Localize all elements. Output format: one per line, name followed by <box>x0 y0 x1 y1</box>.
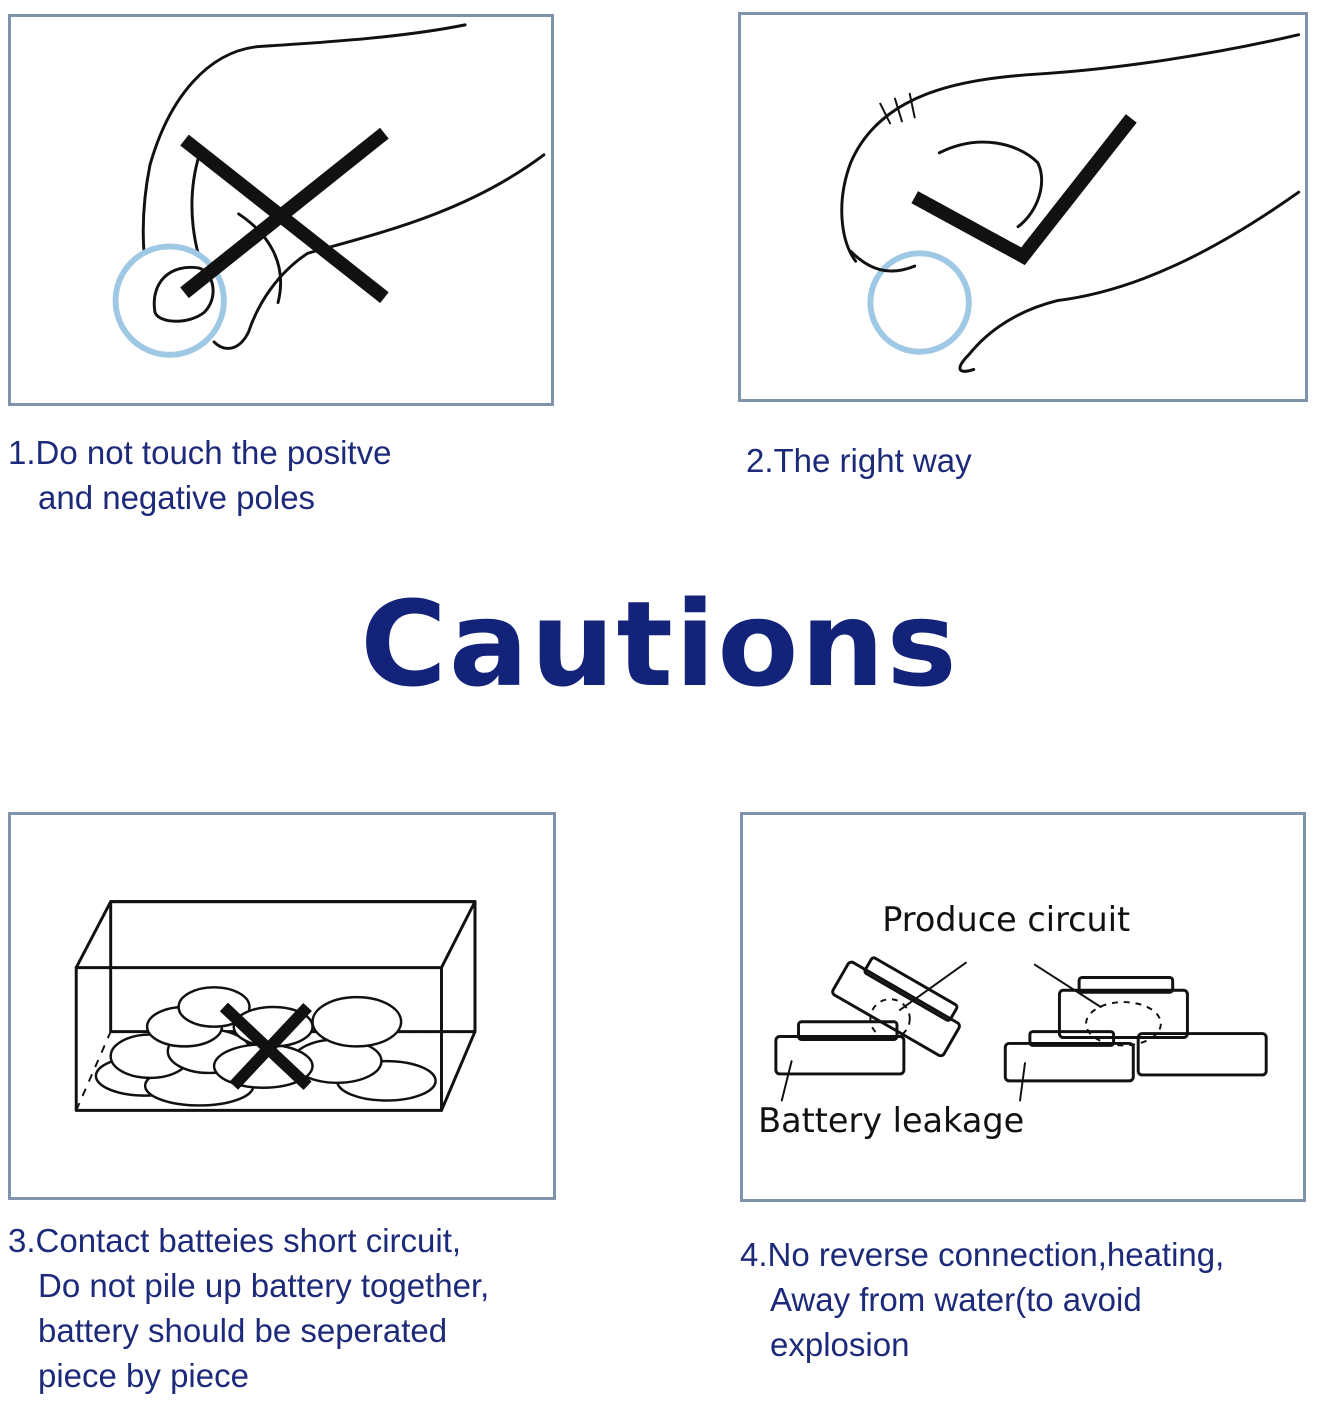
label-battery-leakage: Battery leakage <box>758 1101 1024 1140</box>
caption-line: 4.No reverse connection,heating, <box>740 1236 1225 1273</box>
caption-panel-2: 2.The right way <box>746 438 972 483</box>
battery-leakage-illustration: Produce circuit Battery leakage <box>758 900 1268 1140</box>
caption-line: Away from water(to avoid <box>770 1281 1142 1318</box>
caption-line: battery should be seperated <box>38 1312 448 1349</box>
caption-panel-1: 1.Do not touch the positve and negative … <box>8 430 391 520</box>
caption-line: 1.Do not touch the positve <box>8 434 392 471</box>
caption-line: 3.Contact batteies short circuit, <box>8 1222 462 1259</box>
caption-line: and negative poles <box>38 479 316 516</box>
check-mark-icon <box>911 114 1137 266</box>
panel-wrong-grip <box>8 14 554 406</box>
caption-panel-4: 4.No reverse connection,heating, Away fr… <box>740 1232 1224 1367</box>
panel-reverse-connection: Produce circuit Battery leakage <box>740 812 1306 1202</box>
caption-line: explosion <box>770 1326 910 1363</box>
panel-pile-batteries <box>8 812 556 1200</box>
caption-panel-3: 3.Contact batteies short circuit, Do not… <box>8 1218 489 1398</box>
page-title: Cautions <box>360 575 959 713</box>
hand-right-illustration <box>840 33 1301 373</box>
caption-line: piece by piece <box>38 1357 249 1394</box>
panel-right-grip <box>738 12 1308 402</box>
hand-wrong-illustration <box>112 23 546 358</box>
label-produce-circuit: Produce circuit <box>882 900 1130 939</box>
battery-box-illustration <box>74 900 477 1112</box>
caption-line: Do not pile up battery together, <box>38 1267 490 1304</box>
caption-line: 2.The right way <box>746 442 972 479</box>
